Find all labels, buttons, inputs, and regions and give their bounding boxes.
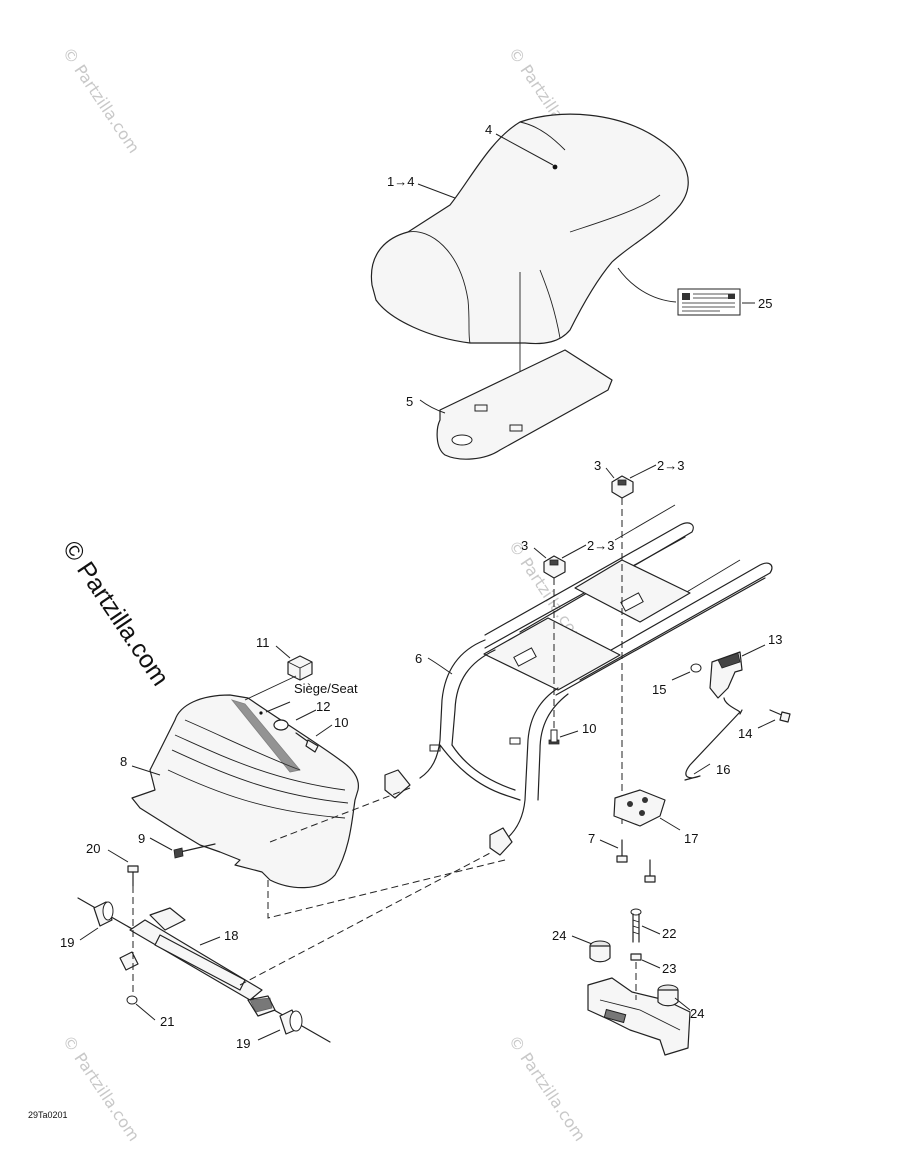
bumper-24a bbox=[589, 940, 611, 963]
watermark-5: © Partzilla.com bbox=[505, 1032, 590, 1145]
bumper-24b bbox=[657, 984, 679, 1007]
callout-6: 6 bbox=[415, 651, 422, 666]
nut-21 bbox=[126, 995, 138, 1005]
bushing-19a bbox=[93, 901, 114, 927]
callout-24b: 24 bbox=[690, 1006, 704, 1021]
callout-21: 21 bbox=[160, 1014, 174, 1029]
bolt-7a bbox=[616, 839, 628, 863]
bolt-20 bbox=[127, 865, 139, 887]
callout-19a: 19 bbox=[60, 935, 74, 950]
watermark-4: © Partzilla.com bbox=[59, 1032, 144, 1145]
callout-10b: 10 bbox=[582, 721, 596, 736]
bolt-14 bbox=[769, 709, 791, 723]
watermark-1: © Partzilla.com bbox=[59, 44, 144, 157]
screw-9 bbox=[173, 843, 216, 859]
seat-reference-label: Siège/Seat bbox=[294, 681, 358, 696]
callout-14: 14 bbox=[738, 726, 752, 741]
grommet-lower bbox=[543, 555, 566, 579]
nut-23 bbox=[630, 953, 642, 961]
nut-15 bbox=[690, 663, 702, 673]
bolt-22 bbox=[630, 908, 642, 943]
callout-15: 15 bbox=[652, 682, 666, 697]
latch-cable bbox=[684, 697, 741, 781]
latch-bracket bbox=[709, 651, 743, 699]
callout-2-3a: 2→3 bbox=[657, 458, 684, 473]
seat-frame bbox=[384, 504, 773, 856]
clip-under-rod bbox=[119, 951, 139, 971]
callout-17: 17 bbox=[684, 831, 698, 846]
callout-2-3b: 2→3 bbox=[587, 538, 614, 553]
callout-25: 25 bbox=[758, 296, 772, 311]
callout-3b: 3 bbox=[521, 538, 528, 553]
latch-plate bbox=[613, 789, 666, 827]
diagram-code: 29Ta0201 bbox=[28, 1110, 68, 1120]
grommet-upper bbox=[611, 475, 634, 499]
bushing-19b bbox=[279, 1009, 303, 1035]
callout-23: 23 bbox=[662, 961, 676, 976]
callout-12: 12 bbox=[316, 699, 330, 714]
callout-3a: 3 bbox=[594, 458, 601, 473]
callout-labels: 4 1→4 25 5 3 2→3 3 2→3 6 11 Siège/Seat 1… bbox=[28, 122, 782, 1120]
callout-8: 8 bbox=[120, 754, 127, 769]
callout-19b: 19 bbox=[236, 1036, 250, 1051]
seat-cushion bbox=[370, 113, 689, 345]
callout-4: 4 bbox=[485, 122, 492, 137]
callout-1-4: 1→4 bbox=[387, 174, 414, 189]
rear-tray bbox=[131, 694, 360, 889]
bolt-7b bbox=[644, 859, 656, 883]
callout-7: 7 bbox=[588, 831, 595, 846]
callout-10a: 10 bbox=[334, 715, 348, 730]
callout-5: 5 bbox=[406, 394, 413, 409]
bumper-bracket bbox=[587, 977, 691, 1056]
callout-18: 18 bbox=[224, 928, 238, 943]
callout-24a: 24 bbox=[552, 928, 566, 943]
bolt-10-tray bbox=[295, 732, 319, 753]
callout-20: 20 bbox=[86, 841, 100, 856]
callout-22: 22 bbox=[662, 926, 676, 941]
warning-label bbox=[677, 288, 741, 316]
callout-13: 13 bbox=[768, 632, 782, 647]
seat-base-plate bbox=[436, 349, 613, 460]
callout-9: 9 bbox=[138, 831, 145, 846]
bolt-10-frame bbox=[548, 729, 560, 745]
washer-12 bbox=[273, 719, 289, 731]
callout-16: 16 bbox=[716, 762, 730, 777]
callout-11: 11 bbox=[256, 635, 270, 650]
spacer-block bbox=[287, 655, 313, 681]
watermark-main: © Partzilla.com bbox=[57, 536, 174, 691]
